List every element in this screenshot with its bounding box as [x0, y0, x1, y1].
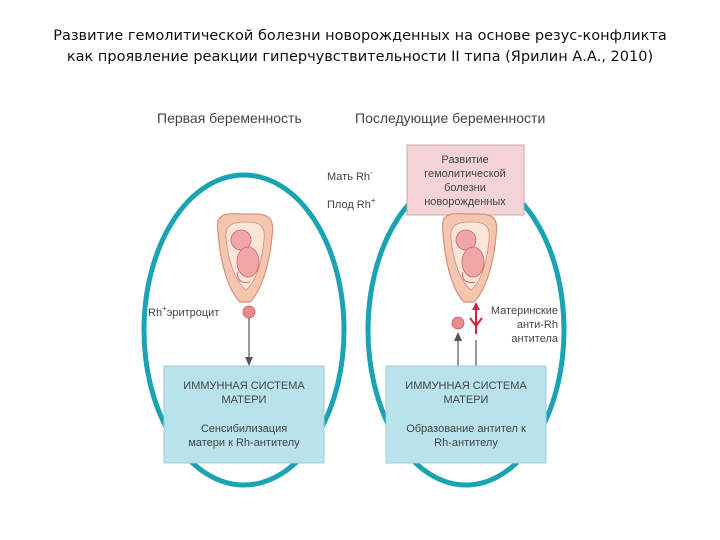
right-immune-box-text: ИММУННАЯ СИСТЕМА МАТЕРИ Образование анти… — [405, 380, 527, 449]
disease-line-4: новорожденных — [424, 196, 506, 208]
heading-later-pregnancies: Последующие беременности — [355, 110, 545, 126]
rh-positive-erythrocite-marker — [242, 305, 256, 319]
disease-box-text: Развитие гемолитической болезни новорожд… — [424, 154, 506, 208]
title-line-2: как проявление реакции гиперчувствительн… — [66, 49, 654, 65]
mother-rh-negative-label: Мать Rh- — [327, 168, 373, 183]
right-box-text-1: Образование антител к — [406, 423, 526, 435]
left-immune-box — [163, 365, 325, 464]
left-immune-box-text: ИММУННАЯ СИСТЕМА МАТЕРИ Сенсибилизация м… — [183, 380, 305, 449]
right-box-title-2: МАТЕРИ — [444, 394, 489, 406]
antibodies-line-1: Материнские — [491, 305, 558, 317]
right-uterus-fetus-illustration — [441, 213, 498, 330]
left-ellipse — [141, 172, 347, 488]
rh-erythrocite-label: Rh+эритроцит — [148, 304, 219, 319]
antibodies-line-2: анти-Rh — [517, 319, 558, 331]
heading-first-pregnancy: Первая беременность — [157, 110, 302, 126]
right-immune-box — [385, 365, 547, 464]
fetus-rh-positive-label: Плод Rh+ — [327, 196, 376, 211]
title-line-1: Развитие гемолитической болезни новорожд… — [53, 28, 667, 44]
left-uterus-fetus-illustration — [216, 213, 274, 319]
antibody-icon — [469, 302, 483, 334]
antibodies-line-3: антитела — [511, 333, 558, 345]
left-box-text-1: Сенсибилизация — [201, 423, 287, 435]
right-box-text-2: Rh-антителу — [434, 437, 498, 449]
left-arrow — [245, 318, 253, 366]
disease-line-2: гемолитической — [424, 168, 506, 180]
right-arrow-up — [454, 332, 462, 366]
left-box-text-2: матери к Rh-антителу — [188, 437, 300, 449]
slide-title: Развитие гемолитической болезни новорожд… — [0, 26, 720, 68]
left-box-title-2: МАТЕРИ — [222, 394, 267, 406]
disease-line-3: болезни — [444, 182, 486, 194]
disease-line-1: Развитие — [441, 154, 488, 166]
maternal-antibodies-label: Материнские анти-Rh антитела — [491, 305, 559, 345]
right-erythrocite-marker — [451, 316, 465, 330]
left-box-title-1: ИММУННАЯ СИСТЕМА — [183, 380, 305, 392]
right-box-title-1: ИММУННАЯ СИСТЕМА — [405, 380, 527, 392]
